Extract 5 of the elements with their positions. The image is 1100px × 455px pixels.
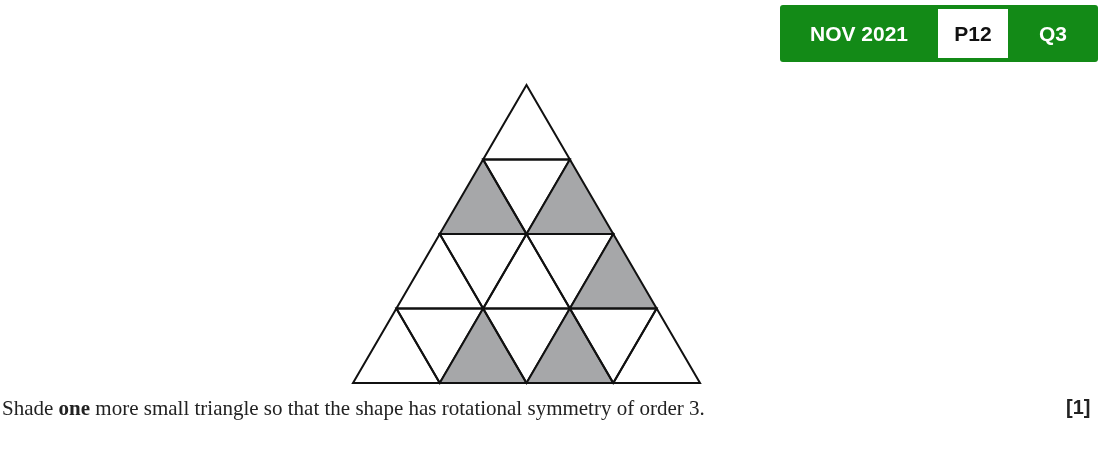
- marks-label: [1]: [1066, 396, 1091, 419]
- exam-session-label: NOV 2021: [808, 21, 910, 47]
- paper-code-label: P12: [938, 9, 1008, 58]
- question-number-label: Q3: [1038, 21, 1068, 47]
- question-text: Shade one more small triangle so that the shape has rotational symmetry of order 3.: [2, 396, 705, 421]
